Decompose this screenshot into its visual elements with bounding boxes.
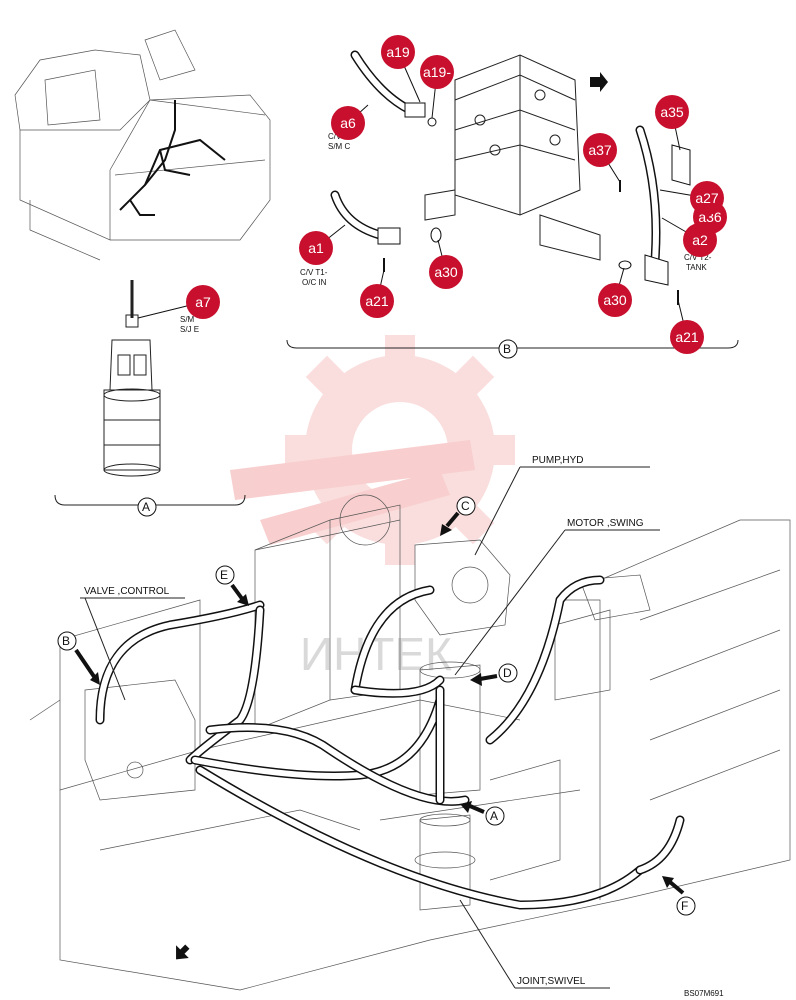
callout-a30-right: a30 — [598, 283, 632, 317]
view-e-arrow-letter: E — [220, 568, 228, 582]
callout-a7: a7 — [186, 285, 220, 319]
callout-a37: a37 — [583, 133, 617, 167]
callout-a21-right: a21 — [670, 320, 704, 354]
callout-a1-text: a1 — [308, 240, 324, 256]
control-valve-detail — [424, 54, 601, 261]
label-valve-control: VALVE ,CONTROL — [84, 586, 170, 597]
callout-a35-text: a35 — [660, 104, 684, 120]
view-e-arrow: E — [215, 565, 249, 606]
view-b-letter: B — [503, 342, 511, 356]
port-label-smc-line2: S/M C — [328, 142, 350, 151]
valve-hoses — [330, 50, 691, 305]
view-b-bracket: B — [286, 339, 739, 359]
callout-a30-left: a30 — [429, 255, 463, 289]
callout-a27: a27 — [690, 181, 724, 215]
watermark-logo — [230, 335, 515, 565]
label-joint-swivel: JOINT,SWIVEL — [517, 976, 586, 987]
callout-a30-left-text: a30 — [434, 264, 458, 280]
view-c-arrow: C — [440, 496, 476, 536]
view-c-arrow-letter: C — [461, 499, 470, 513]
view-a-arrow: A — [460, 801, 505, 826]
callout-a27-text: a27 — [695, 190, 719, 206]
excavator-cab-sketch — [14, 29, 271, 261]
callout-a21-right-text: a21 — [675, 329, 699, 345]
view-f-arrow: F — [662, 876, 696, 916]
callout-a35: a35 — [655, 95, 689, 129]
callout-a21-left-text: a21 — [365, 293, 389, 309]
view-b-arrow: B — [57, 631, 100, 685]
callout-a30-right-text: a30 — [603, 292, 627, 308]
callout-a37-text: a37 — [588, 142, 612, 158]
port-label-sje-line2: S/J E — [180, 325, 199, 334]
callout-a19-text: a19 — [386, 44, 410, 60]
callout-a2-text: a2 — [692, 232, 708, 248]
callout-a6: a6 — [331, 106, 365, 140]
harness-routing — [119, 100, 226, 216]
view-a-letter: A — [142, 500, 150, 514]
main-hoses — [95, 575, 685, 910]
port-label-smc-line1: C/V — [328, 132, 342, 141]
callout-a2: a2 — [683, 223, 717, 257]
callout-a21-left: a21 — [360, 284, 394, 318]
view-d-arrow: D — [470, 663, 518, 686]
callout-a19: a19 — [381, 35, 415, 69]
view-b-arrow-letter: B — [62, 634, 70, 648]
callout-a6-text: a6 — [340, 115, 356, 131]
view-a-bracket: A — [54, 494, 246, 517]
callout-a1: a1 — [299, 231, 333, 265]
swivel-joint-detail — [103, 280, 161, 477]
label-motor-swing: MOTOR ,SWING — [567, 518, 644, 529]
port-label-oc-in-line1: C/V T1- — [300, 268, 328, 277]
callout-a7-text: a7 — [195, 294, 211, 310]
drawing-code: BS07M691 — [684, 989, 724, 998]
orientation-arrow-icon — [176, 944, 190, 960]
callout-a19-dash: a19- — [420, 55, 454, 89]
main-assembly-frame — [29, 494, 791, 991]
port-label-sje-line1: S/M — [180, 315, 195, 324]
component-leaders — [80, 466, 660, 989]
view-d-arrow-letter: D — [503, 666, 512, 680]
port-label-oc-in-line2: O/C IN — [302, 278, 327, 287]
view-f-arrow-letter: F — [681, 899, 688, 913]
view-a-arrow-letter: A — [490, 809, 498, 823]
port-label-tank-line2: TANK — [686, 263, 707, 272]
port-label-tank-line1: C/V T2- — [684, 253, 712, 262]
label-pump-hyd: PUMP,HYD — [532, 455, 584, 466]
flow-arrow-icon — [590, 72, 608, 92]
callout-a19-dash-text: a19- — [423, 64, 451, 80]
